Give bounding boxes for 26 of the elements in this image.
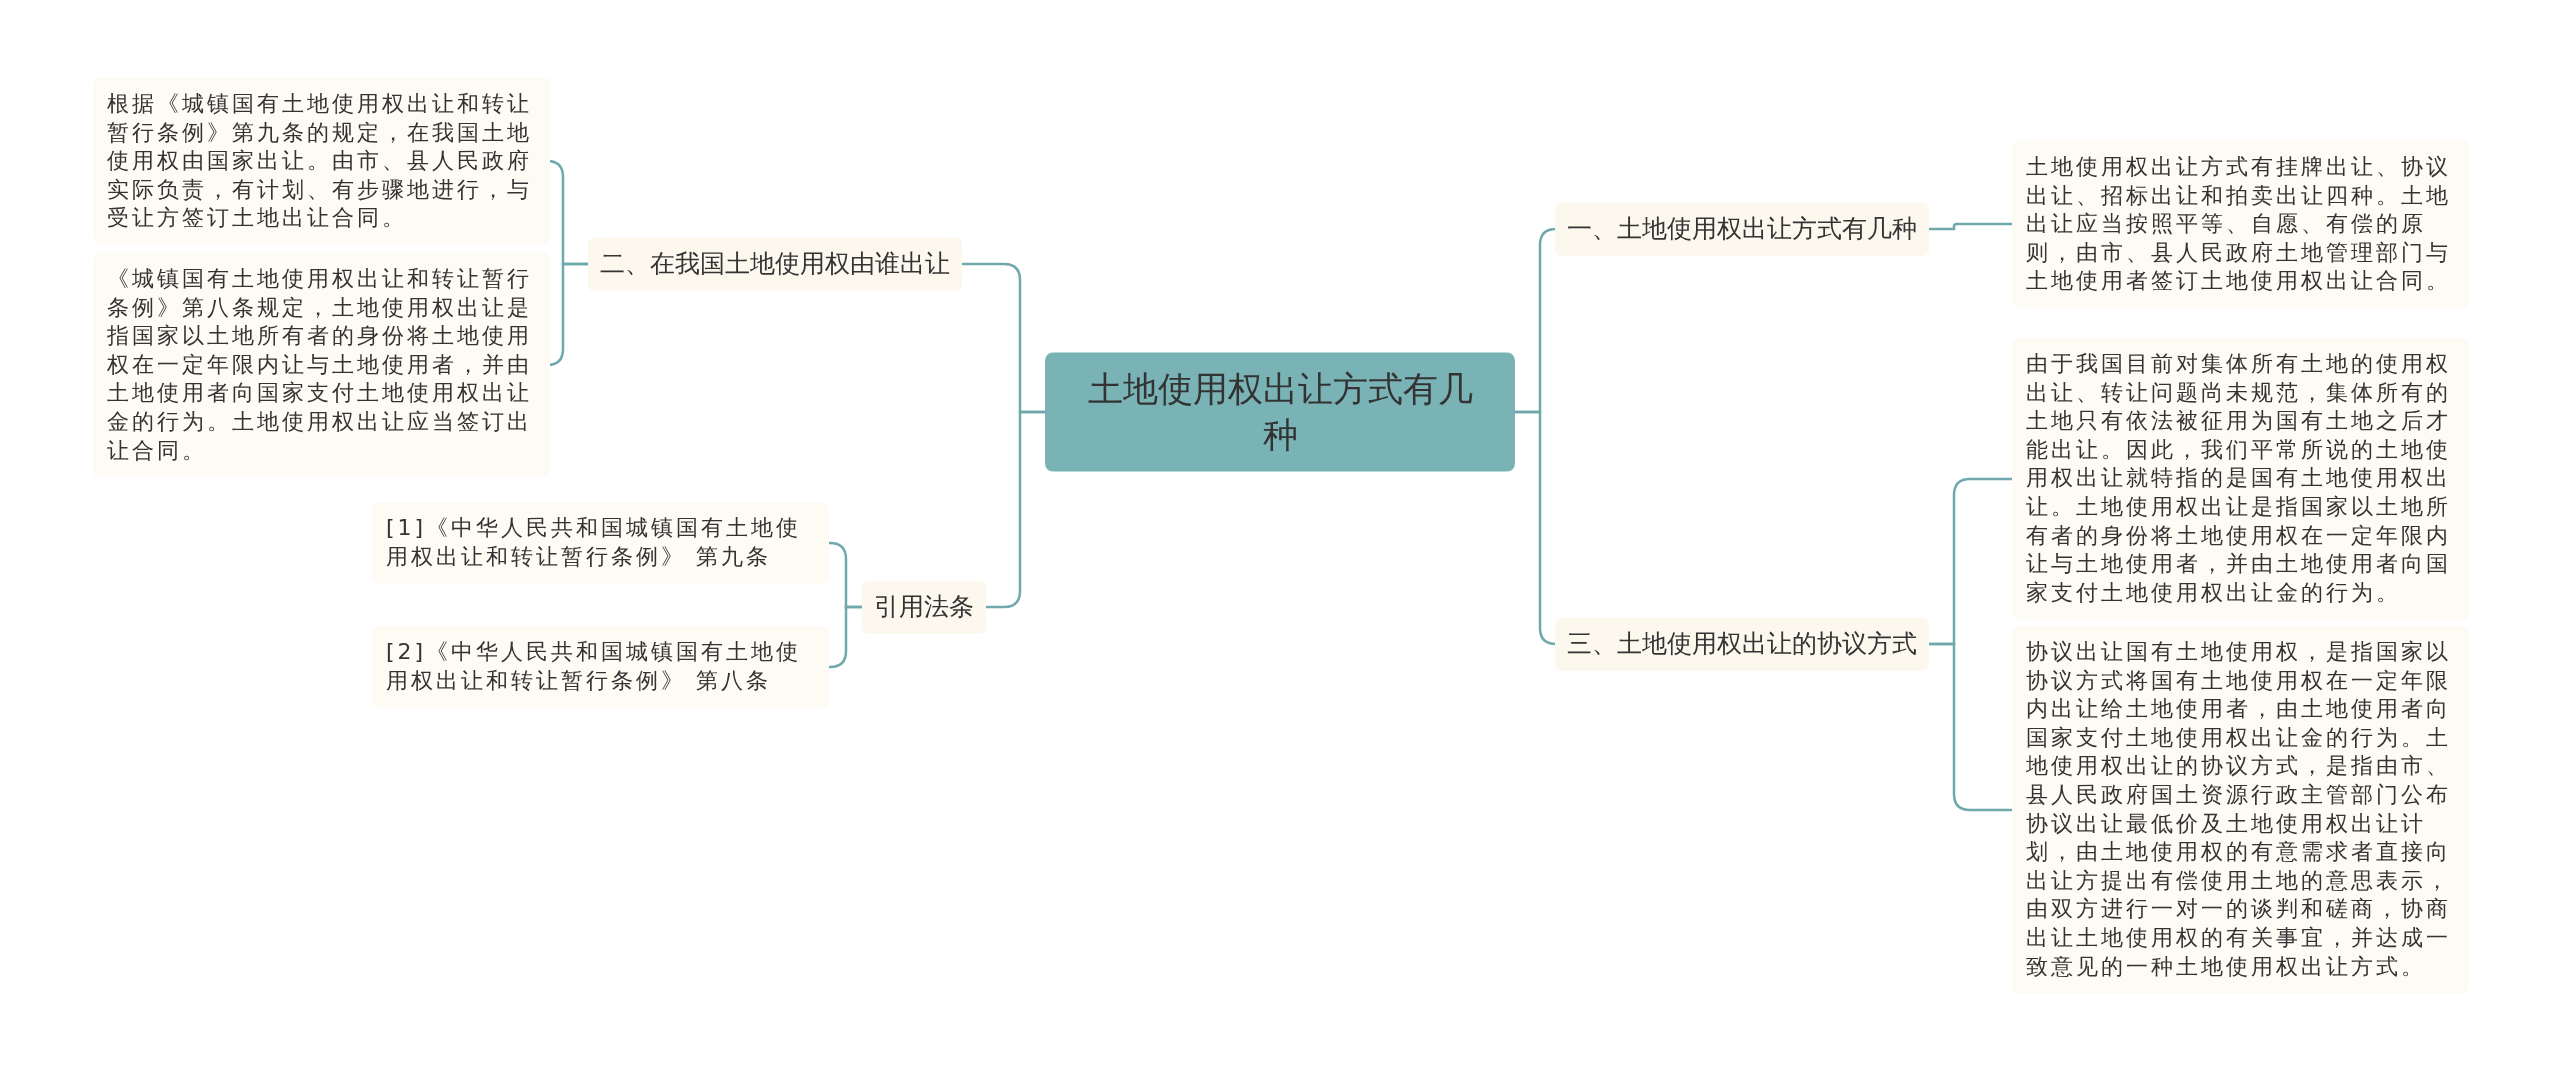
topic-label: 一、土地使用权出让方式有几种 [1567, 212, 1917, 245]
topic-label: 三、土地使用权出让的协议方式 [1567, 627, 1917, 660]
connector-line [1929, 222, 2012, 231]
central-topic-box [1045, 352, 1515, 472]
note-box [93, 77, 550, 245]
connector-line [986, 410, 1045, 609]
connector-line [1929, 642, 2012, 812]
note-box [372, 626, 829, 708]
topic-label: 二、在我国土地使用权由谁出让 [600, 247, 950, 280]
note-box [93, 252, 550, 478]
note-text: [2]《中华人民共和国城镇国有土地使用权出让和转让暂行条例》 第八条 [386, 638, 803, 695]
note-box [2012, 140, 2469, 308]
note-box [372, 502, 829, 584]
topic-box [862, 580, 986, 634]
note-text: 协议出让国有土地使用权，是指国家以协议方式将国有土地使用权在一定年限内出让给土地使用者，由土地使用者向国家支付土地使用权出让金的行为。土地使用权出让的协议方式，是指由市、县人民政府国土资源行政主管部门公布协议出让最低价及土地使用权出让计划，由土地使用权的有意需求者直接向出让方提出有偿使用土地的意思表示，由双方进行一对一的谈判和磋商，协商出让土地使用权的有关事宜，并达成一致意见的一种土地使用权出让方式。 [2026, 638, 2452, 981]
topic-box [1555, 617, 1929, 671]
topic-label: 土地使用权出让方式有几种 [1086, 367, 1474, 456]
note-text: 根据《城镇国有土地使用权出让和转让暂行条例》第九条的规定，在我国土地使用权由国家出让。由市、县人民政府实际负责，有计划、有步骤地进行，与受让方签订土地出让合同。 [107, 89, 533, 232]
connector-line [828, 605, 862, 669]
topic-box [588, 237, 962, 291]
note-text: [1]《中华人民共和国城镇国有土地使用权出让和转让暂行条例》 第九条 [386, 514, 803, 571]
note-text: 《城镇国有土地使用权出让和转让暂行条例》第八条规定，土地使用权出让是指国家以土地所有者的身份将土地使用权在一定年限内让与土地使用者，并由土地使用者向国家支付土地使用权出让金的行为。土地使用权出让应当签订出让合同。 [107, 264, 533, 465]
note-text: 土地使用权出让方式有挂牌出让、协议出让、招标出让和拍卖出让四种。土地出让应当按照平等、自愿、有偿的原则，由市、县人民政府土地管理部门与土地使用者签订土地使用权出让合同。 [2026, 152, 2452, 295]
note-text: 由于我国目前对集体所有土地的使用权出让、转让问题尚未规范，集体所有的土地只有依法被征用为国有土地之后才能出让。因此，我们平常所说的土地使用权出让就特指的是国有土地使用权出让。土地使用权出让是指国家以土地所有者的身份将土地使用权在一定年限内让与土地使用者，并由土地使用者向国家支付土地使用权出让金的行为。 [2026, 350, 2452, 608]
topic-label: 引用法条 [874, 590, 974, 623]
topic-box [1555, 202, 1929, 256]
